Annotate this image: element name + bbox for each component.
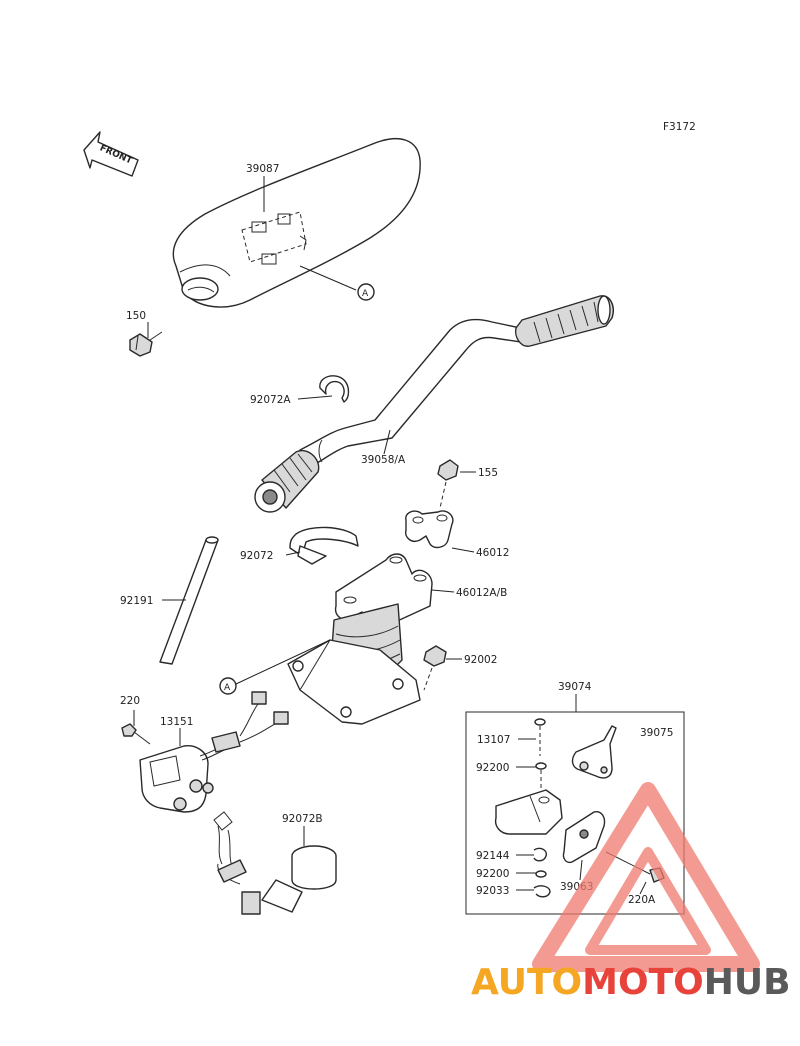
part-label-92072a: 92072A: [250, 394, 291, 406]
tube-92191: [159, 536, 219, 665]
switch-13151: [139, 691, 289, 813]
ref-marker-a-top-label: A: [362, 289, 369, 299]
clip-92033: [533, 885, 551, 898]
part-label-46012a-b: 46012A/B: [456, 587, 507, 599]
handlebar-39058A: [299, 318, 535, 467]
holder-46012: [405, 510, 454, 549]
leader-lines: [133, 176, 647, 895]
pin-13107: [534, 718, 546, 756]
part-label-92072: 92072: [240, 550, 273, 562]
watermark-triangle-icon: [532, 782, 760, 972]
part-label-92200: 92200: [476, 762, 509, 774]
left-grip: [254, 449, 320, 513]
right-grip: [514, 295, 614, 347]
clamp-92072: [289, 526, 359, 565]
part-label-92002: 92002: [464, 654, 497, 666]
part-label-155: 155: [478, 467, 498, 479]
holder-39063: [562, 811, 606, 864]
part-label-92033: 92033: [476, 885, 509, 897]
washer-92200-upper: [535, 762, 547, 788]
part-label-92072b: 92072B: [282, 813, 323, 825]
bolt-150: [129, 331, 163, 357]
screw-220: [121, 723, 151, 745]
automotohub-watermark: AUTOMOTOHUB: [471, 782, 791, 1003]
lever-39075: [571, 725, 617, 779]
watermark-text: AUTOMOTOHUB: [471, 962, 791, 1003]
clip-92144: [533, 847, 547, 862]
part-label-92144: 92144: [476, 850, 510, 862]
part-label-92191: 92191: [120, 595, 153, 607]
part-label-92200: 92200: [476, 868, 509, 880]
housing-part: [494, 789, 563, 835]
part-label-220: 220: [120, 695, 140, 707]
ref-marker-a-bottom-label: A: [224, 683, 231, 693]
figure-code: F3172: [663, 121, 696, 133]
part-label-46012: 46012: [476, 547, 509, 559]
steering-post: [287, 603, 421, 725]
clamp-band-92072A: [319, 375, 350, 403]
handlebar-pad-39087: [172, 137, 421, 308]
washer-92200-lower: [535, 870, 547, 878]
part-label-13151: 13151: [160, 716, 193, 728]
part-labels: 39087 150 92072A 39058/A 155 92072 46012 46012A…: [120, 163, 673, 906]
part-label-39074: 39074: [558, 681, 592, 693]
bracket-92072B: [213, 811, 337, 915]
bolt-155: [437, 459, 459, 509]
bolt-92002: [423, 645, 447, 691]
part-label-13107: 13107: [477, 734, 510, 746]
part-label-39058-a: 39058/A: [361, 454, 406, 466]
part-label-39075: 39075: [640, 727, 673, 739]
front-arrow-icon: FRONT: [83, 131, 139, 177]
ref-marker-a-top: A: [357, 283, 375, 301]
part-label-150: 150: [126, 310, 146, 322]
part-label-220a: 220A: [628, 894, 656, 906]
ref-marker-a-bottom: A: [219, 677, 237, 695]
part-label-39087: 39087: [246, 163, 279, 175]
